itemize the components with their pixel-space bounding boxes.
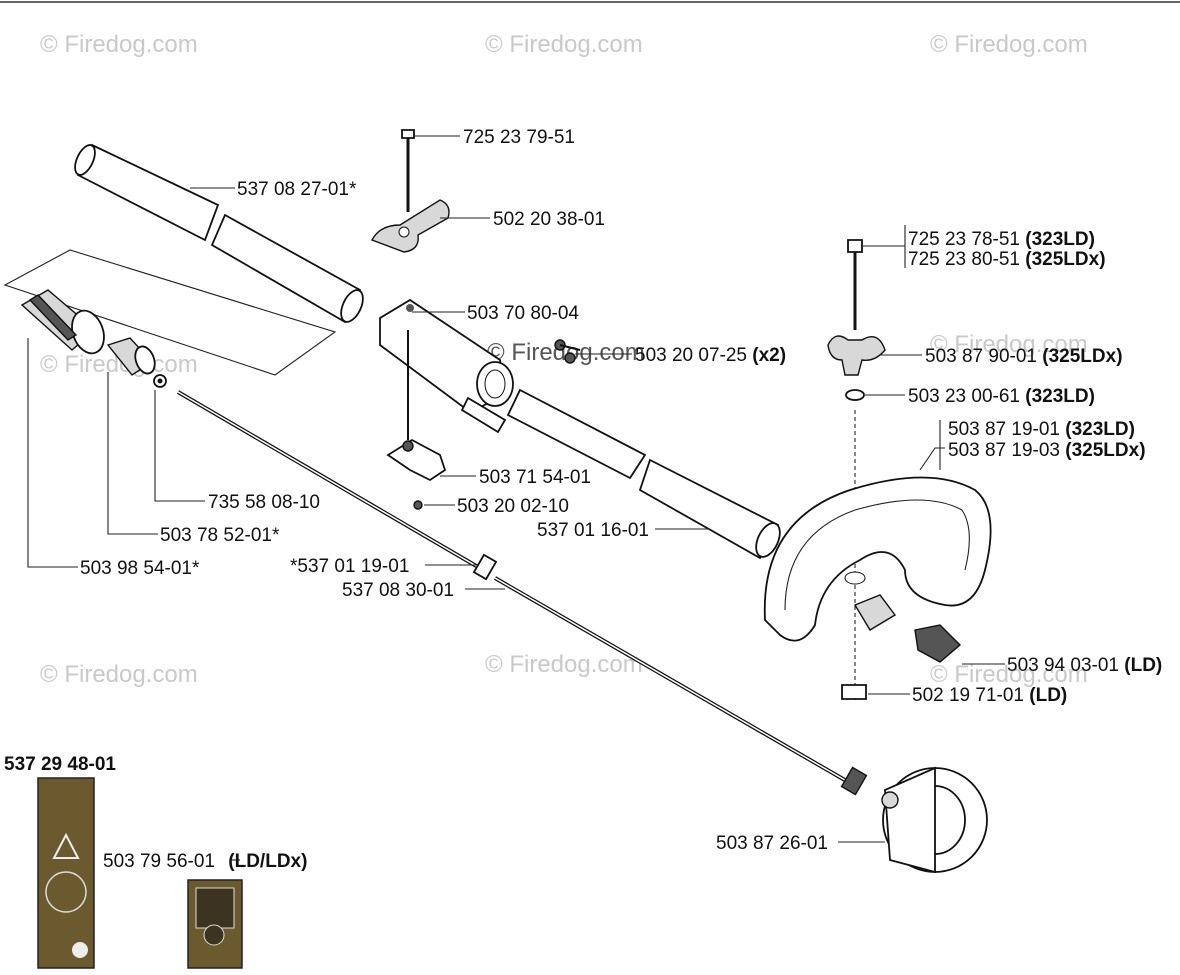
drive-shaft-drawing xyxy=(176,390,868,796)
watermark: © Firedog.com xyxy=(40,661,198,688)
part-label: 503 94 03-01 (LD) xyxy=(1007,655,1162,676)
part-label: 735 58 08-10 xyxy=(208,492,320,513)
handle-clamp-drawing xyxy=(379,298,514,434)
lower-tube-drawing xyxy=(506,388,781,560)
decal-kit-label: 537 29 48-01 xyxy=(4,754,116,775)
part-label: 502 19 71-01 (LD) xyxy=(912,685,1067,706)
wing-nut-drawing xyxy=(827,335,886,376)
part-label: *537 01 19-01 xyxy=(290,556,409,577)
clamp-plate-drawing xyxy=(386,438,447,510)
part-label: 537 08 30-01 xyxy=(342,580,454,601)
part-label: 725 23 78-51 (323LD) xyxy=(908,229,1095,250)
loop-bolt-drawing xyxy=(847,239,863,330)
upper-tube-drawing xyxy=(74,143,364,324)
part-label: 502 20 38-01 xyxy=(493,209,605,230)
watermark: © Firedog.com xyxy=(40,31,198,58)
gear-housing-drawing xyxy=(881,766,988,874)
part-label: 503 87 19-01 (323LD) xyxy=(948,419,1135,440)
watermark: © Firedog.com xyxy=(485,651,643,678)
bolt-drawing xyxy=(401,129,415,212)
washer-drawing xyxy=(845,389,865,401)
grip-assembly-drawing xyxy=(3,249,337,388)
part-label: 503 87 90-01 (325LDx) xyxy=(925,346,1123,367)
part-label: 725 23 80-51 (325LDx) xyxy=(908,249,1106,270)
part-label: 503 78 52-01* xyxy=(160,525,280,546)
part-labels: 725 23 79-51 537 08 27-01* 502 20 38-01 … xyxy=(4,127,1162,872)
part-label: 503 98 54-01* xyxy=(80,558,200,579)
part-label: 503 87 26-01 xyxy=(716,833,828,854)
part-label: 537 08 27-01* xyxy=(237,179,357,200)
decal-small xyxy=(187,879,243,969)
wing-knob-drawing xyxy=(371,199,450,253)
watermark-dark: © Firedog.com xyxy=(487,339,645,366)
part-label: 725 23 79-51 xyxy=(463,127,575,148)
watermark: © Firedog.com xyxy=(485,31,643,58)
watermark: © Firedog.com xyxy=(930,331,1088,358)
watermark: © Firedog.com xyxy=(930,661,1088,688)
loop-handle-drawing xyxy=(763,410,992,700)
screws-drawing xyxy=(554,339,581,364)
part-label: 503 23 00-61 (323LD) xyxy=(908,386,1095,407)
decal-large xyxy=(37,777,95,969)
part-label: 503 87 19-03 (325LDx) xyxy=(948,440,1146,461)
part-label: 503 79 56-01 (LD/LDx) xyxy=(103,851,307,872)
part-label: 503 20 02-10 xyxy=(457,496,569,517)
part-label: 503 20 07-25 (x2) xyxy=(635,345,786,366)
watermark: © Firedog.com xyxy=(930,31,1088,58)
leader-lines xyxy=(27,135,1005,861)
part-label: 503 70 80-04 xyxy=(467,303,579,324)
part-label: 503 71 54-01 xyxy=(479,467,591,488)
part-label: 537 01 16-01 xyxy=(537,520,649,541)
